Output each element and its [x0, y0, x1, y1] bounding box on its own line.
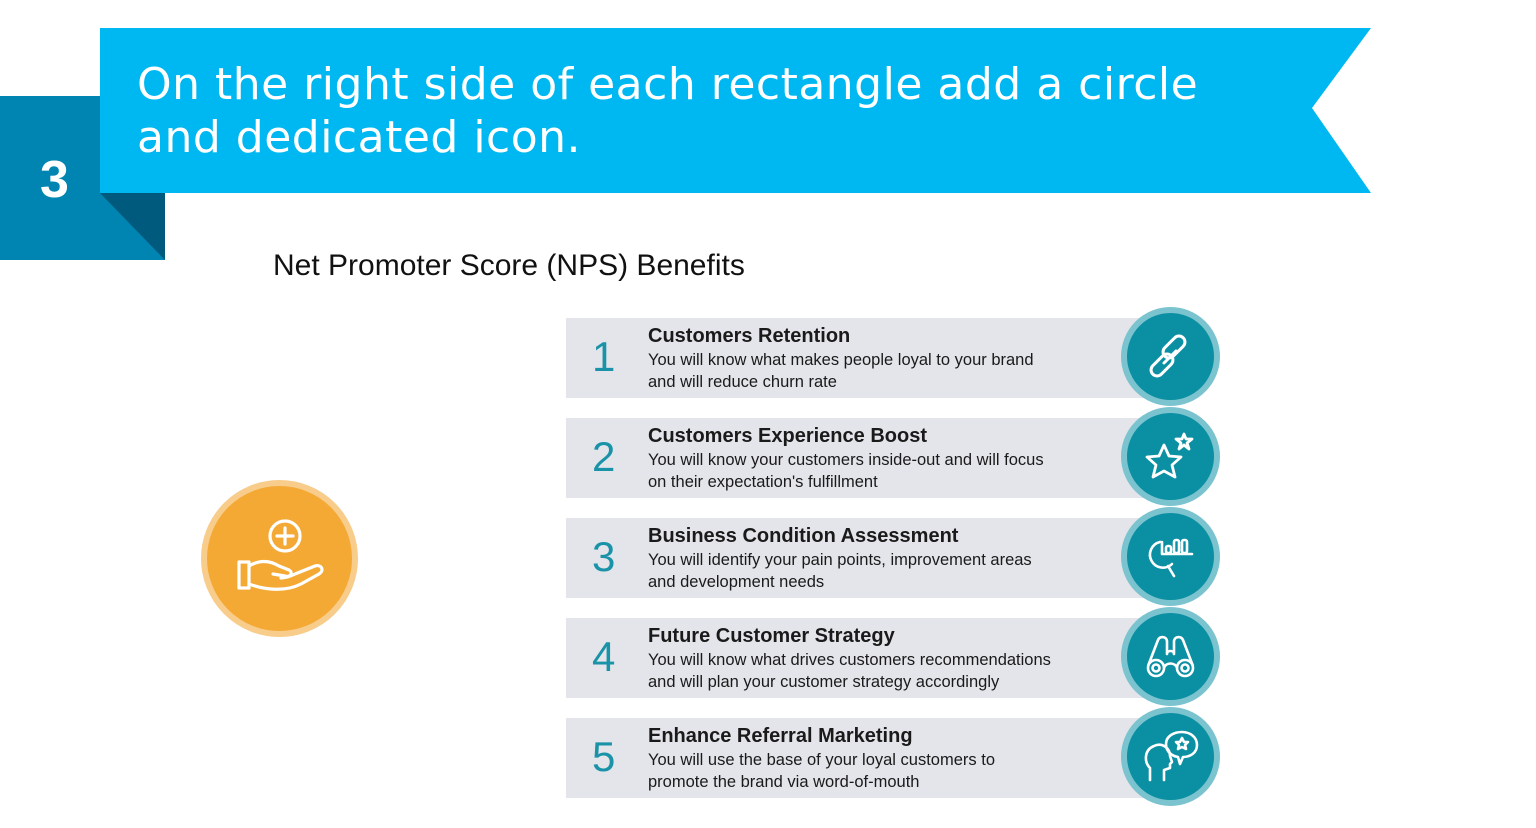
- benefit-number: 4: [592, 633, 616, 680]
- stars-icon: [1145, 432, 1194, 479]
- benefit-icon-circle: [1121, 607, 1220, 706]
- instruction-text: On the right side of each rectangle add …: [137, 58, 1257, 164]
- benefit-desc: You will use the base of your loyal cust…: [648, 751, 995, 769]
- benefit-desc: and development needs: [648, 573, 825, 591]
- benefit-number: 2: [592, 433, 616, 480]
- benefit-desc: promote the brand via word-of-mouth: [648, 773, 920, 791]
- head-speech-star-icon: [1144, 730, 1199, 782]
- benefit-number: 1: [592, 333, 616, 380]
- benefit-desc: You will know what drives customers reco…: [648, 651, 1051, 669]
- benefit-icon-circle: [1121, 707, 1220, 806]
- benefit-desc: You will know what makes people loyal to…: [648, 351, 1034, 369]
- chain-link-icon: [1149, 334, 1187, 378]
- benefit-icon-circle: [1121, 507, 1220, 606]
- benefit-title: Enhance Referral Marketing: [648, 725, 913, 747]
- benefit-desc: You will know your customers inside-out …: [648, 451, 1044, 469]
- benefit-title: Business Condition Assessment: [648, 525, 959, 547]
- benefit-bar: [566, 318, 1166, 398]
- benefit-desc: and will reduce churn rate: [648, 373, 837, 391]
- hero-circle: [201, 480, 358, 637]
- benefit-bar: [566, 418, 1166, 498]
- binoculars-icon: [1146, 635, 1195, 678]
- step-number: 3: [40, 151, 69, 209]
- benefit-row: 4 Future Customer Strategy You will know…: [566, 607, 1226, 707]
- benefit-bar: [566, 518, 1166, 598]
- slide-title: Net Promoter Score (NPS) Benefits: [273, 249, 745, 282]
- hand-plus-icon: [237, 519, 324, 591]
- benefit-desc: and will plan your customer strategy acc…: [648, 673, 1000, 691]
- benefit-row: 5 Enhance Referral Marketing You will us…: [566, 707, 1226, 807]
- benefit-title: Customers Experience Boost: [648, 425, 927, 447]
- instruction-line-1: On the right side of each rectangle add …: [137, 59, 1199, 110]
- benefit-number: 5: [592, 733, 616, 780]
- benefit-title: Future Customer Strategy: [648, 625, 895, 647]
- benefit-desc: on their expectation's fulfillment: [648, 473, 878, 491]
- benefit-bar: [566, 718, 1166, 798]
- benefit-icon-circle: [1121, 307, 1220, 406]
- benefit-row: 3 Business Condition Assessment You will…: [566, 507, 1226, 607]
- magnifier-chart-icon: [1148, 538, 1194, 578]
- benefit-number: 3: [592, 533, 616, 580]
- benefit-row: 1 Customers Retention You will know what…: [566, 307, 1226, 407]
- benefit-bar: [566, 618, 1166, 698]
- instruction-line-2: and dedicated icon.: [137, 112, 582, 163]
- instruction-banner: [100, 28, 1371, 193]
- benefit-title: Customers Retention: [648, 325, 851, 347]
- benefit-row: 2 Customers Experience Boost You will kn…: [566, 407, 1226, 507]
- benefit-icon-circle: [1121, 407, 1220, 506]
- benefit-desc: You will identify your pain points, impr…: [648, 551, 1032, 569]
